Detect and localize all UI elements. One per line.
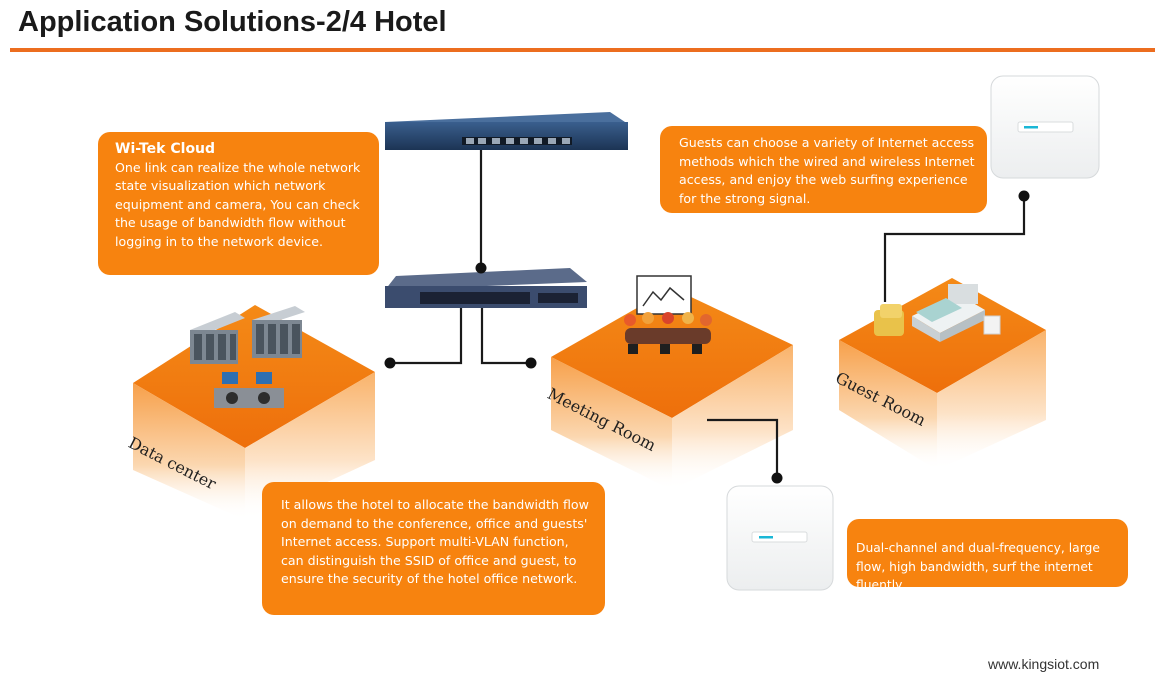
wi-tek-cloud-callout: Wi-Tek Cloud One link can realize the wh… [98, 132, 379, 275]
guest-access-callout: Guests can choose a variety of Internet … [660, 126, 987, 213]
connection-nodes [384, 190, 1030, 484]
switch-device [385, 268, 587, 308]
title-underline [10, 48, 1155, 52]
website-footer: www.kingsiot.com [988, 656, 1100, 672]
workstations-icon [214, 372, 284, 408]
meeting-room-platform [551, 288, 793, 490]
page-title: Application Solutions-2/4 Hotel [18, 6, 447, 38]
armchair-icon [874, 304, 904, 336]
bed-icon [912, 284, 985, 342]
router-device [385, 112, 628, 150]
access-point-meeting-room [726, 485, 834, 591]
callout-body: It allows the hotel to allocate the band… [281, 497, 589, 586]
access-point-callout: Dual-channel and dual-frequency, large f… [847, 519, 1128, 592]
nightstand-icon [983, 315, 1001, 335]
callout-body: Dual-channel and dual-frequency, large f… [856, 541, 1100, 592]
bandwidth-allocation-callout: It allows the hotel to allocate the band… [262, 482, 605, 615]
access-point-guest-room [990, 75, 1100, 179]
connection-lines [390, 150, 1026, 478]
callout-heading: Wi-Tek Cloud [115, 141, 216, 157]
conference-scene-icon [624, 275, 712, 354]
callout-body: Guests can choose a variety of Internet … [679, 135, 975, 206]
server-racks-icon [190, 306, 305, 364]
callout-body: One link can realize the whole network s… [115, 159, 361, 249]
